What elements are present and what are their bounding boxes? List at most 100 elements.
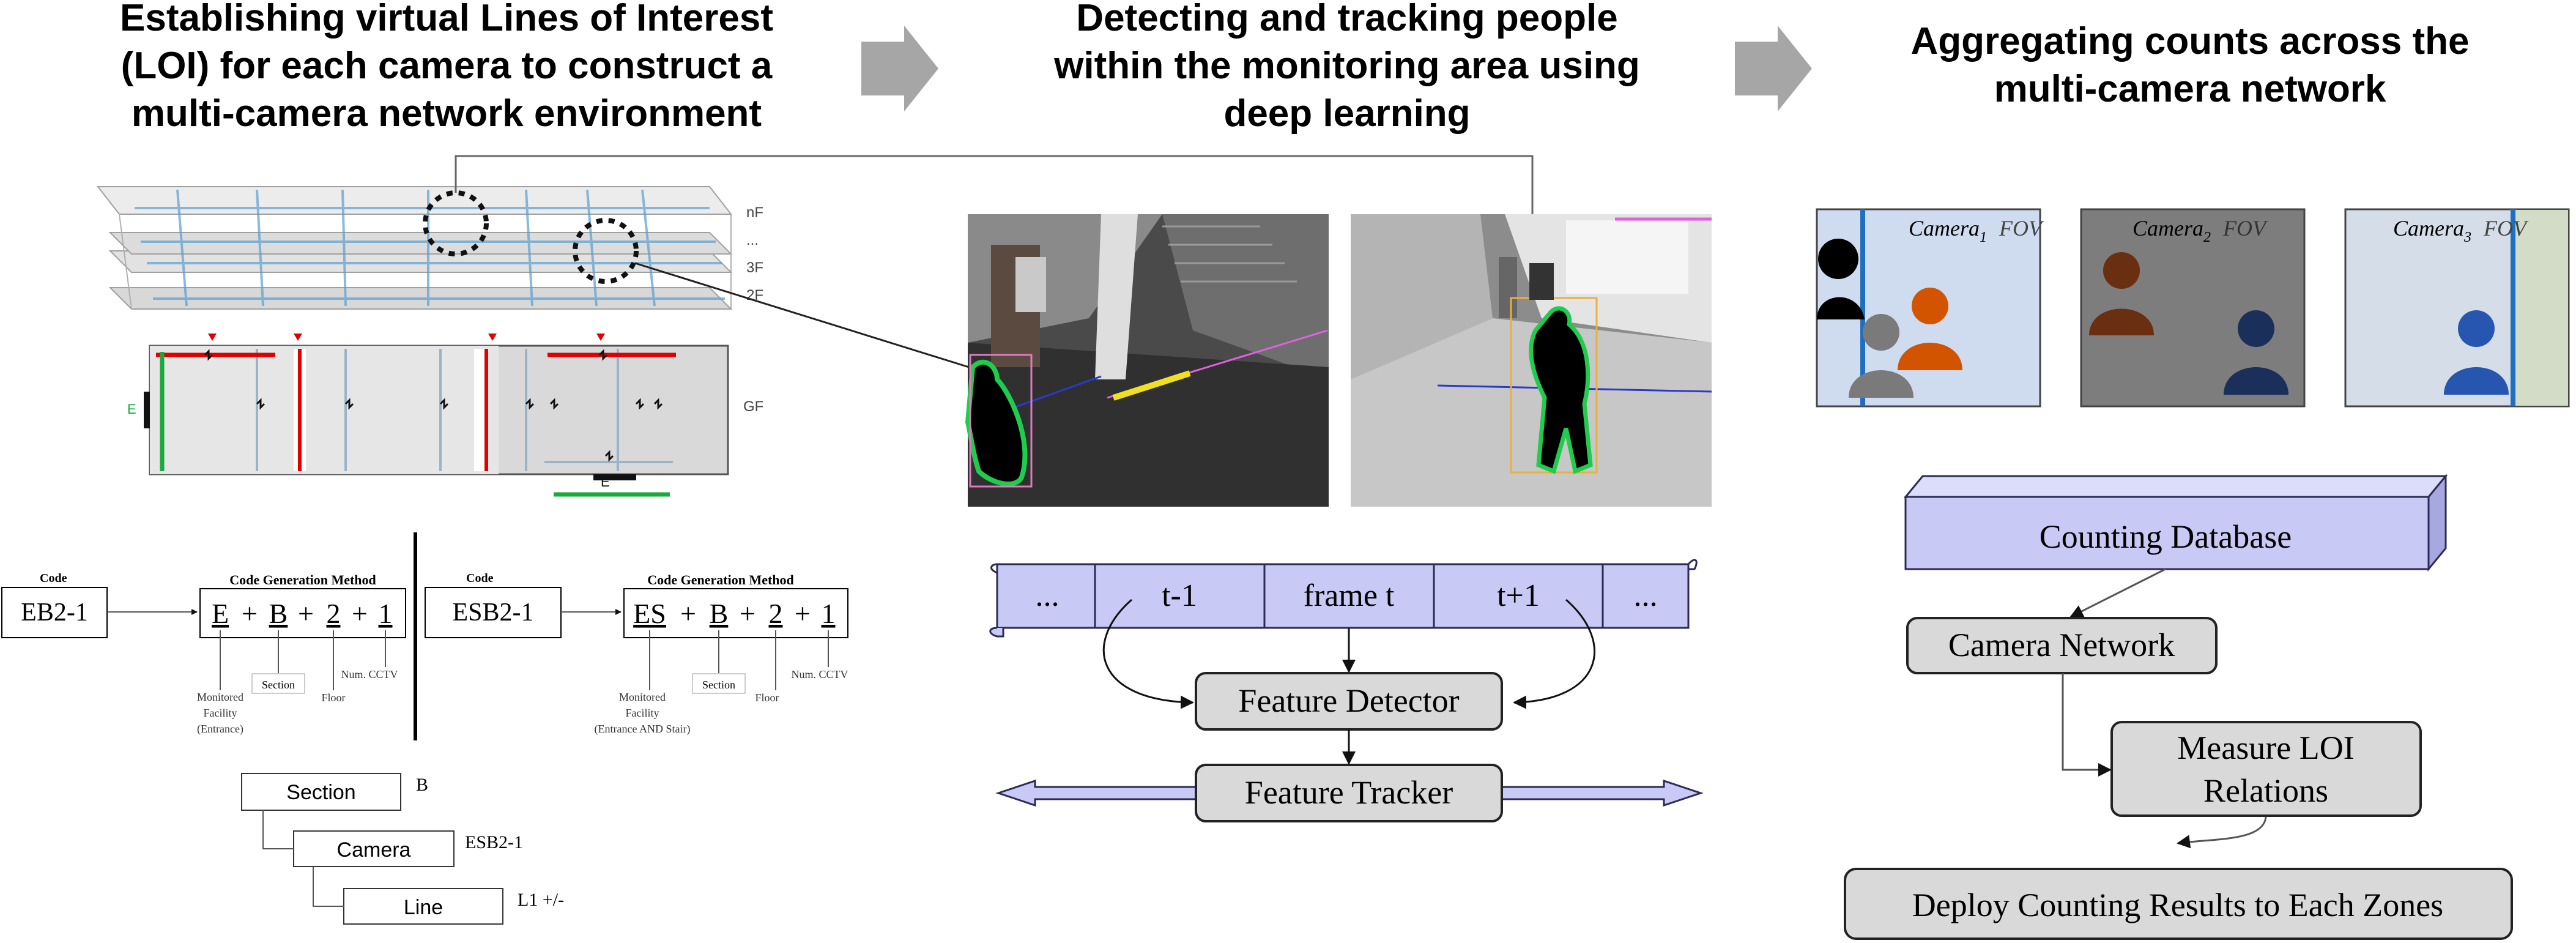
method-box-right <box>623 588 848 638</box>
stage-arrow-2 <box>1735 26 1812 111</box>
person-icon-black <box>1817 239 1865 319</box>
hierarchy-line-value: L1 +/- <box>518 890 564 910</box>
ann-floor-left: Floor <box>321 691 345 704</box>
stage3-header-line2: multi-camera network <box>1994 68 2386 110</box>
deploy-results-label: Deploy Counting Results to Each Zones <box>1912 887 2443 923</box>
hierarchy-line-box <box>343 888 503 925</box>
counting-database: Counting Database <box>1903 473 2448 572</box>
method-formula-right: ES + B + 2 + 1 <box>633 598 835 629</box>
connector-diagonal <box>634 262 979 371</box>
hierarchy-line-label: Line <box>404 896 443 919</box>
feature-tracker-box <box>1195 764 1503 822</box>
measure-loi-label-line2: Relations <box>2203 772 2328 809</box>
arrow-network-measure <box>2062 673 2112 777</box>
camera-3-name: Camera <box>2393 216 2464 240</box>
person-icon-navy <box>2224 310 2288 395</box>
ann-cctv-right: Num. CCTV <box>791 668 848 680</box>
feature-tracker-label: Feature Tracker <box>1245 774 1453 811</box>
camera-image-left <box>965 214 1329 507</box>
ann-section-right: Section <box>702 679 735 691</box>
measure-loi-box <box>2110 721 2422 817</box>
ann-facility-left-1: Monitored <box>197 691 243 703</box>
floor-labels: nF ... 3F 2F GF <box>743 204 763 415</box>
stage1-header-line1: Establishing virtual Lines of Interest <box>120 0 773 39</box>
camera-panel-1: Camera1 FOV <box>1816 208 2044 408</box>
arrow-tplus1-detector <box>1513 598 1595 709</box>
code-plus-right-3: + <box>795 598 811 629</box>
person-icon-blue <box>2444 310 2509 395</box>
person-icon-orange <box>1898 288 1962 370</box>
method-title-right: Code Generation Method <box>647 572 794 587</box>
hierarchy-section-label: Section <box>286 781 355 804</box>
stage2-header-line2: within the monitoring area using <box>1053 45 1640 87</box>
code-part-facility-left: E <box>212 598 229 629</box>
stage3-header-line1: Aggregating counts across the <box>1911 20 2470 62</box>
floor-label-gf: GF <box>743 398 763 415</box>
film-cell-ellipsis-right: ... <box>1634 578 1658 613</box>
code-title-right: Code <box>466 572 494 585</box>
hierarchy-section-value: B <box>416 775 428 795</box>
code-value-box-right <box>425 587 562 638</box>
code-plus-left-1: + <box>242 598 258 629</box>
method-title-left: Code Generation Method <box>229 572 376 587</box>
arrow-db-network <box>2069 568 2166 618</box>
stage2-header-line3: deep learning <box>1223 92 1470 135</box>
arrow-measure-deploy <box>2177 816 2267 849</box>
ann-facility-left-2: Facility <box>204 707 237 719</box>
connector-top <box>455 155 1534 214</box>
deploy-results-box <box>1844 868 2513 940</box>
floor-label-nf: nF <box>746 204 763 221</box>
code-plus-right-1: + <box>680 598 696 629</box>
code-plus-left-2: + <box>298 598 314 629</box>
code-block-left: Code EB2-1 Code Generation Method E + B … <box>1 572 406 736</box>
hierarchy-section-box <box>241 773 401 811</box>
film-cell-ellipsis-left: ... <box>1036 578 1060 613</box>
film-strip: ... t-1 frame t t+1 ... <box>989 559 1698 638</box>
stage2-header: Detecting and tracking people within the… <box>1053 0 1640 135</box>
camera-network-label: Camera Network <box>1948 627 2175 663</box>
code-part-cctv-left: 1 <box>379 598 393 629</box>
hierarchy-camera-label: Camera <box>337 838 411 862</box>
camera-2-fov: FOV <box>2222 216 2268 240</box>
camera-panel-1-title: Camera1 FOV <box>1909 216 2044 245</box>
code-part-floor-right: 2 <box>769 598 783 629</box>
id-hierarchy: Section B Camera ESB2-1 Line L1 +/- <box>241 773 564 925</box>
ann-section-left: Section <box>262 679 295 691</box>
ann-facility-right-2: Facility <box>626 707 659 719</box>
code-value-box-left <box>1 587 108 638</box>
counting-database-label: Counting Database <box>2040 518 2292 555</box>
method-box-left <box>199 588 406 638</box>
stage3-header: Aggregating counts across the multi-came… <box>1911 20 2470 110</box>
ann-cctv-left: Num. CCTV <box>341 668 398 680</box>
code-block-right: Code ESB2-1 Code Generation Method ES + … <box>425 572 848 736</box>
ann-facility-right-1: Monitored <box>619 691 666 703</box>
camera-1-fov: FOV <box>1999 216 2044 240</box>
code-value-right: ESB2-1 <box>452 598 533 627</box>
gf-floor-plan: E E <box>127 334 729 497</box>
code-value-left: EB2-1 <box>21 598 88 627</box>
code-title-left: Code <box>40 572 67 585</box>
stage1-header-line2: (LOI) for each camera to construct a <box>121 45 773 87</box>
film-cell-t-minus-1: t-1 <box>1162 578 1197 613</box>
code-plus-left-3: + <box>352 598 368 629</box>
camera-1-name: Camera <box>1909 216 1980 240</box>
ann-facility-left-3: (Entrance) <box>197 723 243 736</box>
code-plus-right-2: + <box>740 598 755 629</box>
gf-entrance-mark-left: E <box>127 401 136 417</box>
code-part-section-left: B <box>269 598 288 629</box>
stage-arrow-1 <box>861 26 938 111</box>
stage2-header-line1: Detecting and tracking people <box>1076 0 1617 39</box>
code-part-cctv-right: 1 <box>822 598 836 629</box>
measure-loi-label-line1: Measure LOI <box>2177 729 2354 766</box>
method-formula-left: E + B + 2 + 1 <box>212 598 393 629</box>
hierarchy-camera-value: ESB2-1 <box>465 832 523 852</box>
camera-3-sub: 3 <box>2463 229 2471 245</box>
ann-floor-right: Floor <box>755 691 779 704</box>
camera-1-sub: 1 <box>1980 229 1987 245</box>
floor-label-3f: 3F <box>746 259 763 276</box>
film-cell-frame-t: frame t <box>1304 578 1395 613</box>
